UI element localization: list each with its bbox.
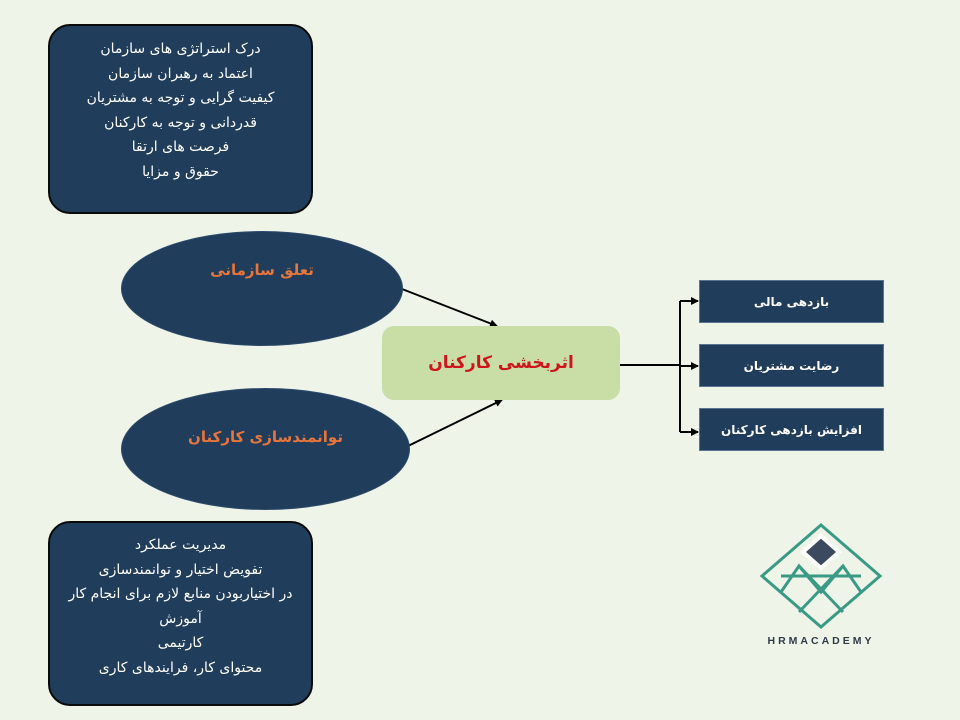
center-label: اثربخشی کارکنان: [428, 353, 574, 373]
factor-line: محتوای کار، فرایندهای کاری: [98, 659, 263, 676]
factor-line: مدیریت عملکرد: [134, 537, 227, 553]
logo-wordmark: HRMACADEMY: [767, 635, 875, 647]
factor-line: اعتماد به رهبران سازمان: [108, 65, 253, 82]
employee-effectiveness-box: اثربخشی کارکنان: [382, 326, 620, 400]
output-label: بازدهی مالی: [753, 294, 830, 309]
factor-line: آموزش: [159, 610, 202, 627]
factor-line: کارتیمی: [157, 635, 204, 651]
output-label: افزایش بازدهی کارکنان: [721, 422, 862, 437]
factor-line: درک استراتژی های سازمان: [100, 41, 261, 57]
employee-empowerment-ellipse: توانمندسازی کارکنان: [121, 388, 410, 510]
hrmacademy-logo-icon: [759, 523, 883, 629]
factor-line: کیفیت گرایی و توجه به مشتریان: [86, 90, 275, 106]
output-employee-productivity: افزایش بازدهی کارکنان: [699, 408, 884, 451]
output-customer-satisfaction: رضایت مشتریان: [699, 344, 884, 387]
organizational-engagement-ellipse: تعلق سازمانی: [121, 231, 403, 346]
output-label: رضایت مشتریان: [743, 358, 840, 373]
engagement-factors-box: درک استراتژی های سازمان اعتماد به رهبران…: [48, 24, 313, 214]
ellipse-label: توانمندسازی کارکنان: [188, 428, 343, 446]
arrow-engagement-to-effectiveness: [401, 288, 498, 328]
output-financial-return: بازدهی مالی: [699, 280, 884, 323]
empowerment-factors-box: مدیریت عملکرد تفویض اختیار و توانمندسازی…: [48, 521, 313, 706]
ellipse-label: تعلق سازمانی: [210, 260, 314, 279]
factor-line: قدردانی و توجه به کارکنان: [104, 114, 257, 131]
factor-line: حقوق و مزایا: [142, 163, 219, 180]
factor-line: تفویض اختیار و توانمندسازی: [98, 561, 263, 578]
factor-line: در اختیاربودن منابع لازم برای انجام کار: [68, 586, 293, 602]
arrow-empowerment-to-effectiveness: [407, 399, 503, 447]
factor-line: فرصت های ارتقا: [131, 139, 230, 155]
